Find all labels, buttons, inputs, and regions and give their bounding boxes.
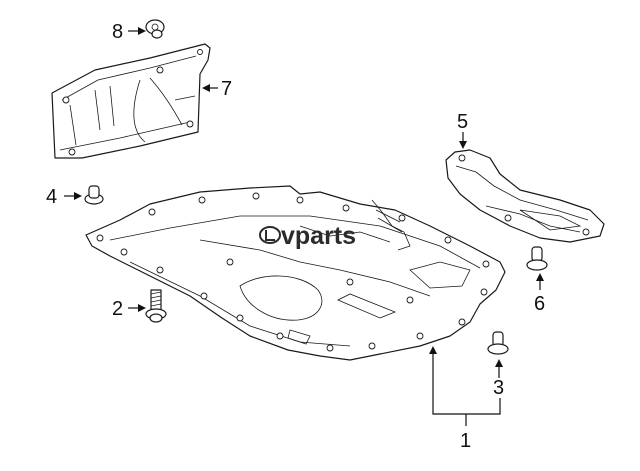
part-6-clip bbox=[526, 246, 548, 271]
part-8-clip bbox=[145, 19, 165, 39]
part-3-clip bbox=[487, 331, 509, 355]
callout-7: 7 bbox=[221, 78, 232, 100]
leader-lines bbox=[64, 27, 544, 426]
callout-5: 5 bbox=[457, 111, 468, 133]
callout-3: 3 bbox=[493, 377, 504, 399]
callout-8: 8 bbox=[112, 21, 123, 43]
watermark: vparts bbox=[259, 222, 356, 250]
part-5-side-shield bbox=[445, 149, 605, 243]
callout-1: 1 bbox=[460, 430, 471, 452]
lexus-logo-icon bbox=[259, 226, 281, 244]
part-4-clip bbox=[84, 185, 104, 205]
part-7-splash-shield bbox=[51, 43, 211, 159]
callout-2: 2 bbox=[112, 298, 123, 320]
part-2-bolt bbox=[145, 289, 167, 323]
callout-6: 6 bbox=[534, 293, 545, 315]
watermark-text: vparts bbox=[281, 222, 356, 250]
callout-4: 4 bbox=[46, 186, 57, 208]
part-1-under-cover bbox=[85, 185, 506, 361]
